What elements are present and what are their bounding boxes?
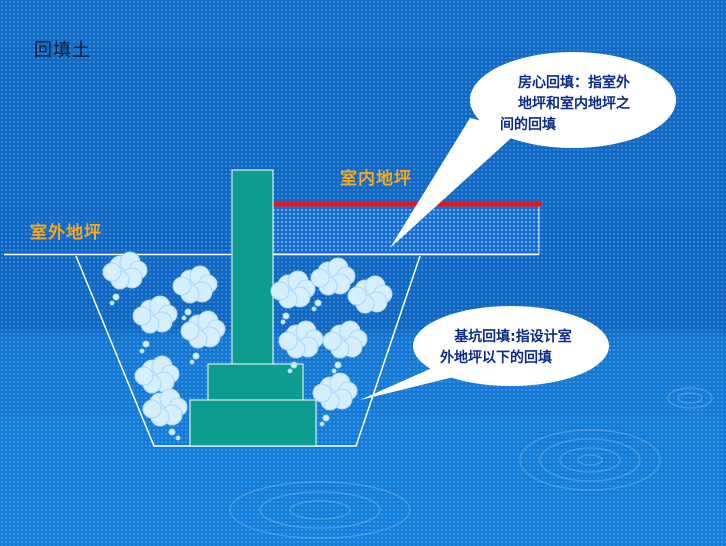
ripple-decoration <box>229 387 713 539</box>
house-core-callout-text: 房心回填：指室外 地坪和室内地坪之 间的回填 <box>496 73 652 136</box>
house-core-callout <box>390 52 676 248</box>
pit-callout-text: 基坑回填:指设计室 外地坪以下的回填 <box>440 327 586 369</box>
foundation <box>189 169 317 447</box>
pit-callout <box>360 306 609 400</box>
house-core-callout-line-3: 间的回填 <box>500 117 556 133</box>
cloud-bubbles <box>109 293 342 441</box>
house-core-callout-line-2: 地坪和室内地坪之 <box>518 96 630 112</box>
indoor-floor-label: 室内地坪 <box>340 169 412 189</box>
pit-callout-line-2: 外地坪以下的回填 <box>440 350 552 366</box>
house-core-callout-line-1: 房心回填：指室外 <box>518 75 630 91</box>
pit-callout-line-1: 基坑回填:指设计室 <box>454 329 572 345</box>
slide-title: 回填土 <box>34 40 91 61</box>
outdoor-floor-label: 室外地坪 <box>30 223 102 243</box>
